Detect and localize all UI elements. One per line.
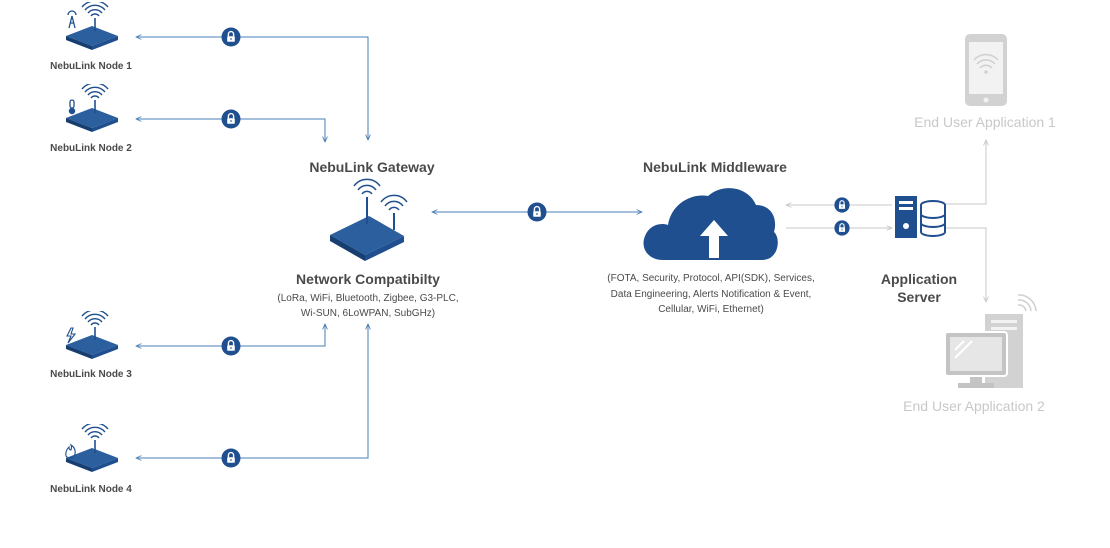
compat-line-2: Wi-SUN, 6LoWPAN, SubGHz) [301,308,435,319]
link-node1-gateway [136,37,368,140]
node-2: NebuLink Node 2 [50,84,132,154]
app1-label: End User Application 1 [914,114,1056,130]
node-label: NebuLink Node 4 [50,484,132,495]
node-label: NebuLink Node 2 [50,143,132,154]
node-1: NebuLink Node 1 [50,2,132,72]
gateway-router-icon [330,178,408,261]
middleware-title: NebuLink Middleware [643,159,787,175]
node-3: NebuLink Node 3 [50,311,132,380]
smartphone-wifi-icon [965,34,1007,106]
lock-icon [834,220,850,236]
compat-line-1: (LoRa, WiFi, Bluetooth, Zigbee, G3-PLC, [277,293,458,304]
end-user-app-2: End User Application 2 [903,294,1045,414]
middleware: NebuLink Middleware (FOTA, Security, Pro… [607,159,814,315]
link-node4-gateway [136,324,368,458]
lock-icon [221,27,241,47]
compat-title: Network Compatibilty [296,271,440,287]
end-user-app-1: End User Application 1 [914,34,1056,130]
server-label-line-1: Application [881,271,957,287]
application-server: Application Server [881,196,957,305]
lock-icon [527,202,547,222]
middleware-line-3: Cellular, WiFi, Ethernet) [658,304,764,315]
desktop-computer-icon [944,294,1037,388]
lock-icon [834,197,850,213]
lock-icon [221,109,241,129]
server-label-line-2: Server [897,289,941,305]
cloud-upload-icon [643,188,778,260]
middleware-line-2: Data Engineering, Alerts Notification & … [611,289,812,300]
flame-sensor-icon [65,443,76,459]
gateway: NebuLink Gateway Network Compatibilty (L… [277,159,458,319]
server-database-icon [895,196,946,238]
antenna-sensor-icon [67,10,77,29]
node-4: NebuLink Node 4 [50,424,132,495]
link-node2-gateway [136,119,325,142]
link-server-app1 [946,140,986,205]
lock-icon [221,336,241,356]
thermometer-sensor-icon [68,99,76,115]
app2-label: End User Application 2 [903,398,1045,414]
gateway-title: NebuLink Gateway [309,159,434,175]
lightning-sensor-icon [66,327,77,344]
node-label: NebuLink Node 1 [50,61,132,72]
middleware-line-1: (FOTA, Security, Protocol, API(SDK), Ser… [607,273,814,284]
link-server-app2 [946,227,986,302]
node-label: NebuLink Node 3 [50,369,132,380]
lock-icon [221,448,241,468]
